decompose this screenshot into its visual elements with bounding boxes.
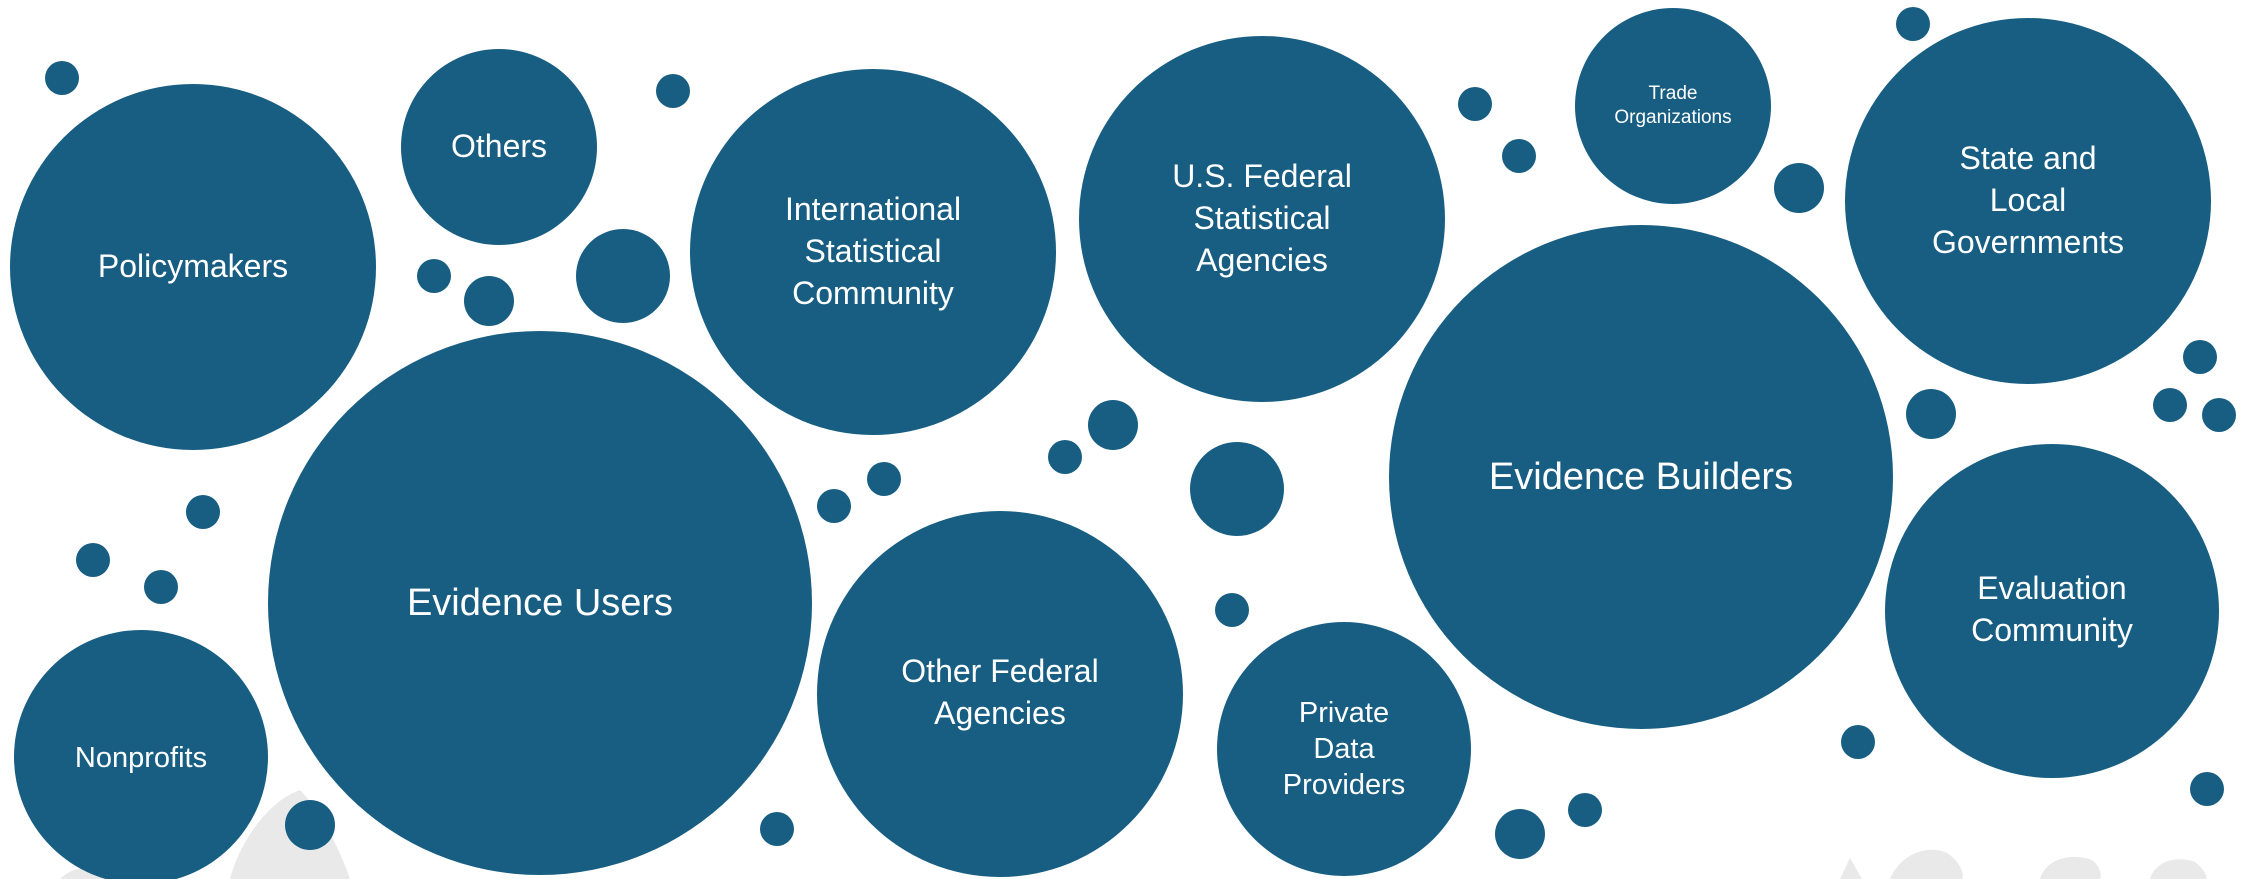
bubble-label: Evaluation: [1977, 570, 2126, 606]
bubble-label: Private: [1299, 697, 1389, 729]
bubble-label: Evidence Users: [407, 582, 673, 624]
bubble-label: Other Federal: [901, 653, 1098, 689]
decorative-dot: [464, 276, 514, 326]
decorative-dot: [2190, 772, 2224, 806]
decorative-dot: [760, 812, 794, 846]
bubble-label: Trade: [1649, 83, 1698, 104]
bubble-label: Organizations: [1614, 107, 1731, 128]
bubble-nonprofits: Nonprofits: [14, 630, 268, 879]
decorative-dot: [2183, 340, 2217, 374]
bubble-label: Agencies: [934, 695, 1066, 731]
decorative-dot: [144, 570, 178, 604]
bubble-label: Evidence Builders: [1489, 456, 1793, 498]
watermark-logo-right: [1840, 849, 2207, 879]
bubble-private-data-providers: Private Data Providers: [1217, 622, 1471, 876]
bubble-label: Statistical: [805, 233, 942, 269]
decorative-dot: [817, 489, 851, 523]
decorative-dot: [2153, 388, 2187, 422]
bubble-label: Local: [1990, 182, 2067, 218]
bubble-trade-organizations: Trade Organizations: [1575, 8, 1771, 204]
bubble-label: Community: [1971, 612, 2133, 648]
bubble-state-and-local-governments: State and Local Governments: [1845, 18, 2211, 384]
decorative-dot: [1048, 440, 1082, 474]
decorative-dot: [1088, 400, 1138, 450]
bubble-others: Others: [401, 49, 597, 245]
bubble-evidence-users: Evidence Users: [268, 331, 812, 875]
bubble-evidence-builders: Evidence Builders: [1389, 225, 1893, 729]
decorative-dot: [576, 229, 670, 323]
bubble-label: Nonprofits: [75, 742, 207, 774]
decorative-dot: [186, 495, 220, 529]
bubble-international-statistical-community: International Statistical Community: [690, 69, 1056, 435]
decorative-dot: [1896, 7, 1930, 41]
bubble-us-federal-statistical-agencies: U.S. Federal Statistical Agencies: [1079, 36, 1445, 402]
bubble-other-federal-agencies: Other Federal Agencies: [817, 511, 1183, 877]
decorative-dot: [76, 543, 110, 577]
bubble-label: State and: [1960, 140, 2097, 176]
decorative-dot: [1215, 593, 1249, 627]
decorative-dot: [285, 800, 335, 850]
bubble-label: Statistical: [1194, 200, 1331, 236]
bubble-label: Others: [451, 128, 547, 164]
decorative-dots: [45, 7, 2236, 859]
bubble-label: Providers: [1283, 769, 1406, 801]
bubble-label: U.S. Federal: [1172, 158, 1352, 194]
bubble-label: Policymakers: [98, 248, 288, 284]
decorative-dot: [656, 74, 690, 108]
decorative-dot: [1495, 809, 1545, 859]
decorative-dot: [1774, 163, 1824, 213]
bubble-label: International: [785, 191, 961, 227]
decorative-dot: [1502, 139, 1536, 173]
decorative-dot: [2202, 398, 2236, 432]
decorative-dot: [1841, 725, 1875, 759]
decorative-dot: [1190, 442, 1284, 536]
decorative-dot: [417, 259, 451, 293]
decorative-dot: [1458, 87, 1492, 121]
decorative-dot: [45, 61, 79, 95]
bubble-label: Community: [792, 275, 954, 311]
decorative-dot: [1568, 793, 1602, 827]
bubble-label: Governments: [1932, 224, 2124, 260]
bubble-label: Data: [1313, 733, 1375, 765]
decorative-dot: [867, 462, 901, 496]
bubble-label: Agencies: [1196, 242, 1328, 278]
bubble-evaluation-community: Evaluation Community: [1885, 444, 2219, 778]
decorative-dot: [1906, 389, 1956, 439]
bubble-policymakers: Policymakers: [10, 84, 376, 450]
